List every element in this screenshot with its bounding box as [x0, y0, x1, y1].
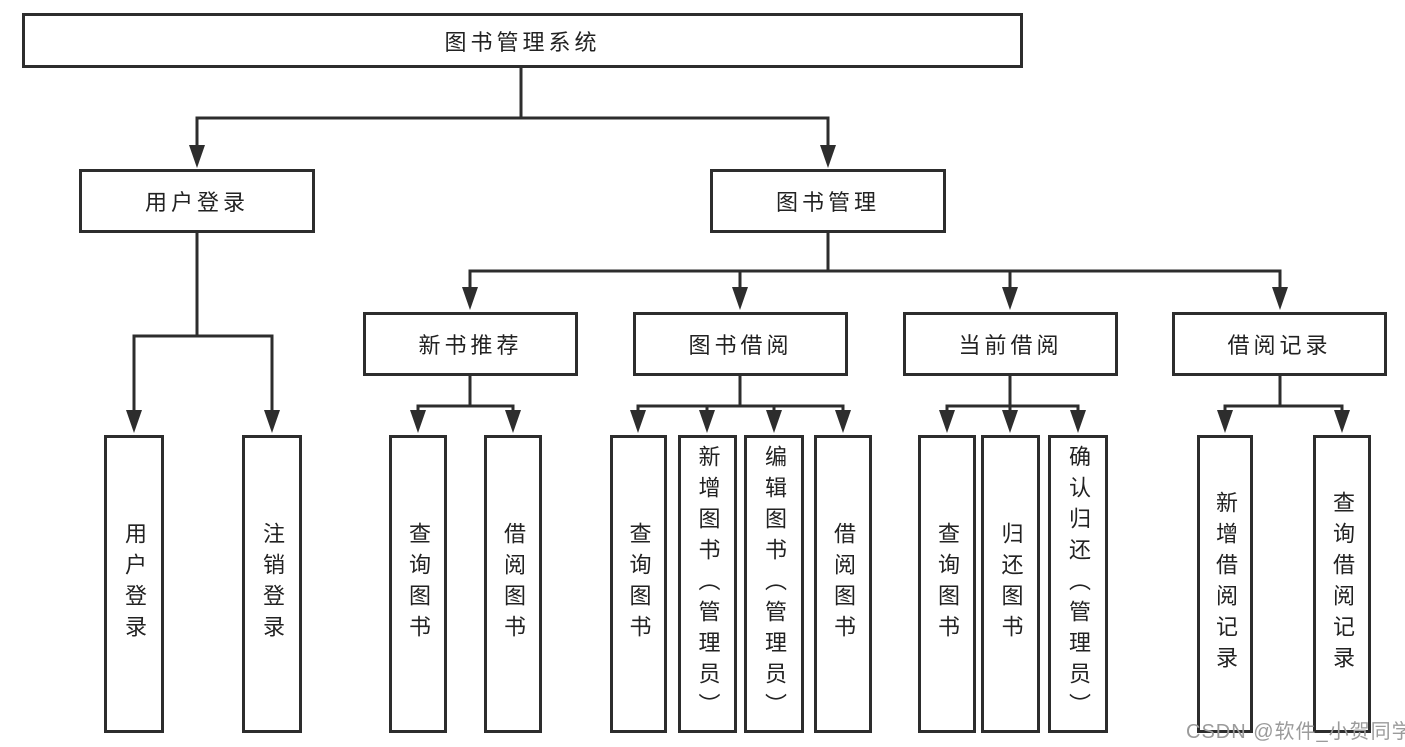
arrow-down-icon [189, 145, 205, 168]
node-new-book-recommendation: 新书推荐 [363, 312, 578, 376]
node-label: 图书借阅 [688, 333, 793, 358]
arrow-down-icon [505, 410, 521, 433]
node-label: 借阅图书 [501, 522, 526, 646]
node-label: 图书管理系统 [444, 29, 601, 55]
node-borrowing-records: 借阅记录 [1172, 312, 1387, 376]
arrow-down-icon [1002, 410, 1018, 433]
arrow-down-icon [1334, 410, 1350, 433]
leaf-bb-query-books: 查询图书 [610, 435, 667, 733]
node-label: 新增借阅记录 [1213, 491, 1238, 677]
arrow-down-icon [1070, 410, 1086, 433]
leaf-bb-borrow-books: 借阅图书 [814, 435, 872, 733]
arrow-down-icon [264, 410, 280, 433]
connector-current-borrow-to-leaves [945, 374, 1080, 416]
node-book-management: 图书管理 [710, 169, 946, 233]
node-book-borrowing: 图书借阅 [633, 312, 848, 376]
leaf-bb-add-books-admin: 新增图书（管理员） [678, 435, 737, 733]
node-label: 当前借阅 [958, 333, 1063, 358]
node-label: 新增图书（管理员） [695, 444, 721, 724]
connector-new-books-to-leaves [416, 374, 515, 416]
arrow-down-icon [1272, 287, 1288, 310]
connector-root-to-level2 [195, 64, 830, 150]
node-label: 归还图书 [998, 522, 1024, 646]
arrowheads [126, 145, 1350, 433]
connector-borrow-records-to-leaves [1223, 374, 1344, 416]
leaf-cb-query-books: 查询图书 [918, 435, 976, 733]
arrow-down-icon [462, 287, 478, 310]
arrow-down-icon [1217, 410, 1233, 433]
arrow-down-icon [630, 410, 646, 433]
leaf-user-login: 用户登录 [104, 435, 164, 733]
node-label: 用户登录 [122, 522, 147, 646]
node-label: 用户登录 [144, 190, 249, 215]
node-label: 确认归还（管理员） [1066, 444, 1091, 724]
leaf-bb-edit-books-admin: 编辑图书（管理员） [744, 435, 804, 733]
arrow-down-icon [410, 410, 426, 433]
arrow-down-icon [766, 410, 782, 433]
node-label: 图书管理 [775, 190, 880, 215]
connector-book-borrow-to-leaves [636, 374, 845, 416]
node-label: 新书推荐 [418, 333, 523, 358]
node-current-borrowing: 当前借阅 [903, 312, 1118, 376]
connector-user-login-to-leaves [132, 231, 274, 415]
arrow-down-icon [699, 410, 715, 433]
leaf-br-query-record: 查询借阅记录 [1313, 435, 1371, 733]
leaf-cb-confirm-return-admin: 确认归还（管理员） [1048, 435, 1108, 733]
node-label: 借阅图书 [831, 522, 856, 646]
leaf-nb-query-books: 查询图书 [389, 435, 447, 733]
leaf-nb-borrow-books: 借阅图书 [484, 435, 542, 733]
connector-lines [132, 64, 1344, 416]
node-label: 编辑图书（管理员） [762, 444, 787, 724]
leaf-logout: 注销登录 [242, 435, 302, 733]
arrow-down-icon [820, 145, 836, 168]
leaf-cb-return-books: 归还图书 [981, 435, 1040, 733]
node-label: 查询图书 [935, 522, 960, 646]
node-label: 查询借阅记录 [1330, 491, 1355, 677]
node-label: 注销登录 [260, 522, 285, 646]
node-library-management-system: 图书管理系统 [22, 13, 1023, 68]
leaf-br-add-record: 新增借阅记录 [1197, 435, 1253, 733]
node-label: 查询图书 [626, 522, 652, 646]
node-label: 借阅记录 [1227, 333, 1332, 358]
connector-book-mgmt-to-level3 [468, 231, 1282, 293]
arrow-down-icon [1002, 287, 1018, 310]
arrow-down-icon [939, 410, 955, 433]
node-user-login: 用户登录 [79, 169, 315, 233]
node-label: 查询图书 [406, 522, 431, 646]
watermark: CSDN @软件_小贺同学 [1186, 721, 1405, 743]
arrow-down-icon [835, 410, 851, 433]
arrow-down-icon [126, 410, 142, 433]
arrow-down-icon [732, 287, 748, 310]
